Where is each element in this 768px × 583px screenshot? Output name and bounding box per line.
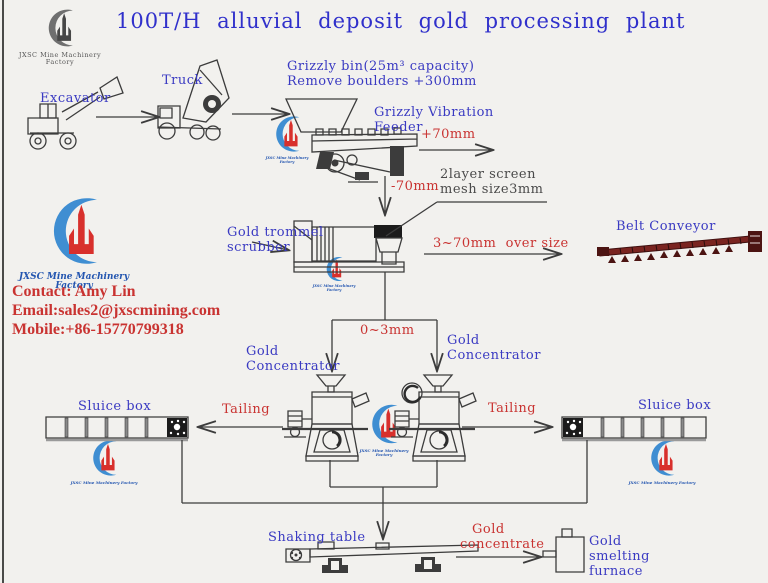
- grizzly-bin-label-1: Grizzly bin(25m³ capacity): [287, 59, 475, 74]
- jxsc-caption: JXSC Mine Machinery Factory: [628, 480, 696, 485]
- tailing-right-label: Tailing: [488, 401, 537, 416]
- jxsc-caption: JXSC Mine Machinery Factory: [312, 284, 356, 292]
- page-title: 100T/H alluvial deposit gold processing …: [116, 9, 686, 33]
- minus-70mm-label: -70mm: [391, 179, 440, 194]
- jxsc-caption: JXSC Mine Machinery Factory: [70, 480, 138, 485]
- jxsc-watermark-left-sluice: JXSC Mine Machinery Factory: [70, 436, 138, 485]
- truck-label: Truck: [162, 73, 203, 88]
- trommel-scrubber-drawing: [293, 220, 405, 273]
- feeder-label-1: Grizzly Vibration: [374, 105, 494, 120]
- smelting-furnace-drawing: [542, 528, 585, 573]
- grizzly-bin-label-2: Remove boulders +300mm: [287, 74, 477, 89]
- gold-concentrate-label-1: Gold: [472, 522, 505, 537]
- trommel-label-2: scrubber: [227, 240, 291, 255]
- screen-label-2: mesh size3mm: [440, 182, 544, 197]
- belt-conveyor-drawing: [597, 231, 762, 263]
- trommel-label-1: Gold trommel: [227, 225, 324, 240]
- plus-70mm-label: +70mm: [421, 127, 476, 142]
- jxsc-caption: JXSC Mine Machinery Factory: [265, 156, 309, 164]
- jxsc-caption: JXSC Mine Machinery Factory: [18, 51, 102, 66]
- jxsc-caption: JXSC Mine Machinery Factory: [18, 272, 130, 291]
- left-border-line: [2, 0, 4, 583]
- grizzly-bin-drawing: [284, 98, 359, 133]
- size-0-3mm-label: 0~3mm: [360, 323, 415, 338]
- belt-conveyor-label: Belt Conveyor: [616, 219, 716, 234]
- jxsc-watermark-concentrators: JXSC Mine Machinery Factory: [352, 400, 416, 457]
- vibration-feeder-drawing: [311, 127, 418, 183]
- sluice-box-left-label: Sluice box: [78, 399, 152, 414]
- excavator-drawing: [27, 76, 124, 150]
- concentrator-left-label-2: Concentrator: [246, 359, 340, 374]
- furnace-label-2: smelting: [589, 549, 650, 564]
- sluice-box-left-drawing: [45, 416, 189, 442]
- tailing-left-label: Tailing: [222, 402, 271, 417]
- jxsc-logo-grayscale: JXSC Mine Machinery Factory: [10, 5, 110, 65]
- gold-concentrator-right-drawing: [387, 373, 478, 463]
- furnace-label-3: furnace: [589, 564, 643, 579]
- concentrator-right-label-2: Concentrator: [447, 348, 541, 363]
- oversize-label: 3~70mm over size: [433, 236, 569, 251]
- concentrator-right-label-1: Gold: [447, 333, 480, 348]
- sluice-box-right-label: Sluice box: [638, 398, 712, 413]
- feeder-label-2: Feeder: [374, 120, 423, 135]
- contact-mobile: Mobile:+86-15770799318: [12, 321, 184, 338]
- jxsc-logo-large: JXSC Mine Machinery Factory: [16, 190, 132, 291]
- shaking-table-drawing: [285, 541, 479, 573]
- contact-name: Contact: Amy Lin: [12, 283, 136, 300]
- gold-concentrate-label-2: concentrate: [460, 537, 545, 552]
- jxsc-watermark-right-sluice: JXSC Mine Machinery Factory: [628, 436, 696, 485]
- jxsc-watermark-feeder: JXSC Mine Machinery Factory: [258, 112, 316, 164]
- contact-email: Email:sales2@jxscmining.com: [12, 302, 221, 319]
- screen-label-1: 2layer screen: [440, 167, 536, 182]
- flow-lines: [96, 114, 588, 557]
- jxsc-watermark-trommel: JXSC Mine Machinery Factory: [310, 254, 358, 292]
- concentrator-left-label-1: Gold: [246, 344, 279, 359]
- furnace-label-1: Gold: [589, 534, 622, 549]
- excavator-label: Excavator: [40, 91, 111, 106]
- sluice-box-right-drawing: [561, 416, 707, 442]
- jxsc-caption: JXSC Mine Machinery Factory: [359, 448, 409, 457]
- shaking-table-label: Shaking table: [268, 530, 366, 545]
